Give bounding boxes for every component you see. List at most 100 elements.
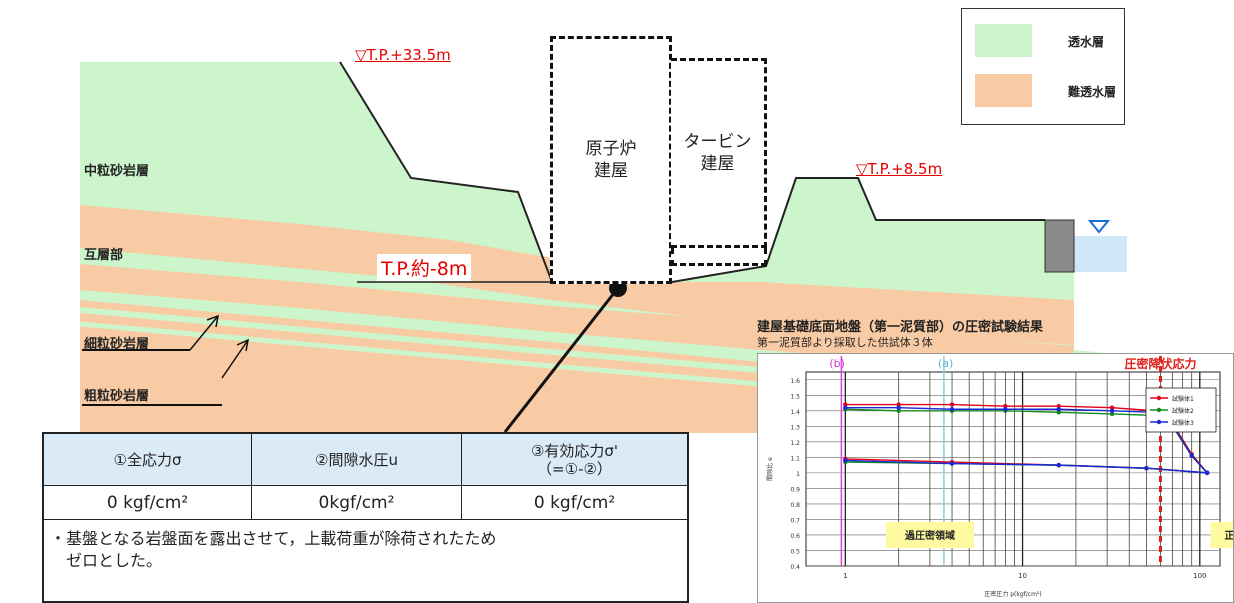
y-tick-label: 0.6	[790, 533, 800, 540]
legend-marker	[1156, 395, 1162, 401]
table-note: ・基盤となる岩盤面を露出させて，上載荷重が除荷されたため ゼロとした。	[50, 528, 496, 572]
y-tick-label: 1.6	[790, 378, 800, 385]
series-point	[843, 405, 848, 410]
ground-surface-line	[339, 61, 1045, 283]
x-axis-label: 圧密圧力 p(kgf/cm²)	[984, 590, 1041, 598]
series-point	[1056, 462, 1061, 468]
series-point	[949, 407, 955, 412]
impermeable-band-1	[80, 205, 1074, 345]
arrow-head	[206, 314, 219, 328]
legend-swatch-permeable	[975, 24, 1032, 57]
stratum-label-medium-sandstone: 中粒砂岩層	[84, 164, 150, 179]
series-point	[843, 402, 848, 407]
series-point	[1056, 407, 1061, 412]
series-point	[1109, 408, 1115, 413]
reactor-building-label: 建屋	[594, 161, 628, 181]
series-line-loading	[845, 403, 1208, 474]
series-point	[949, 402, 955, 407]
test-result-title: 建屋基礎底面地盤（第一泥質部）の圧密試験結果	[757, 320, 1044, 335]
header-effective-stress-line2: （=①-②）	[537, 459, 612, 478]
y-tick-label: 1.3	[790, 424, 800, 431]
x-tick-label: 10	[1018, 572, 1027, 580]
x-tick-label: 100	[1193, 572, 1206, 580]
y-tick-label: 1	[796, 471, 800, 478]
header-effective-stress-line1: ③有効応力σ'	[530, 441, 619, 460]
y-axis-label: 間隙比 e	[766, 457, 774, 481]
zone-label-overconsolidated: 過圧密領域	[904, 529, 955, 542]
series-point	[1003, 407, 1008, 412]
header-total-stress: ①全応力σ	[44, 434, 252, 486]
arrow-coarse	[221, 339, 249, 379]
value-pore-pressure: 0kgf/cm²	[252, 486, 462, 520]
marker-label-consolidation: 圧密降伏応力	[1124, 356, 1196, 371]
zone-box-normal	[1210, 522, 1233, 548]
turbine-building: タービン 建屋	[671, 58, 767, 248]
legend-swatch-impermeable	[975, 74, 1032, 107]
value-effective-stress: 0 kgf/cm²	[462, 486, 687, 520]
series-point	[1189, 453, 1194, 459]
stratum-label-fine-sandstone: 細粒砂岩層	[84, 337, 150, 352]
series-point	[1109, 405, 1115, 410]
reactor-building-label: 原子炉	[585, 139, 637, 159]
turbine-building-label: タービン	[683, 132, 752, 152]
turbine-building-base	[671, 248, 767, 266]
chart-legend	[1145, 387, 1217, 433]
turbine-building-label: 建屋	[700, 154, 735, 174]
arrow-head	[236, 338, 249, 352]
permeable-seam	[79, 321, 761, 387]
y-tick-label: 1.4	[790, 409, 800, 416]
x-tick-label: 1	[843, 572, 847, 580]
series-point	[1109, 411, 1115, 417]
series-point	[896, 408, 901, 413]
series-point	[949, 461, 955, 466]
legend-label: 試験体1	[1172, 395, 1194, 403]
legend-label-impermeable: 難透水層	[1068, 85, 1117, 99]
y-tick-label: 1.5	[790, 393, 800, 400]
legend-marker	[1156, 419, 1162, 425]
table-note-line1: ・基盤となる岩盤面を露出させて，上載荷重が除荷されたため	[50, 529, 497, 548]
table-note-line2: ゼロとした。	[66, 551, 163, 570]
series-point	[1144, 466, 1149, 471]
legend-label: 試験体2	[1172, 407, 1194, 415]
legend-marker	[1156, 407, 1162, 413]
series-point	[896, 405, 901, 410]
y-tick-label: 0.9	[790, 486, 800, 493]
seawall	[1044, 219, 1075, 273]
test-result-subtitle: 第一泥質部より採取した供試体３体	[757, 336, 933, 349]
y-tick-label: 0.5	[790, 548, 800, 555]
header-pore-pressure: ②間隙水圧u	[252, 434, 462, 486]
leader-line	[503, 287, 620, 433]
series-point	[896, 402, 901, 407]
arrow-fine	[189, 315, 219, 351]
series-point	[1056, 403, 1061, 409]
level-top-left: ▽T.P.+33.5m	[355, 46, 451, 64]
series-point	[843, 458, 848, 463]
zone-label-normal: 正規圧密領域	[1224, 529, 1234, 542]
marker-label-a: (a)	[938, 357, 953, 370]
impermeable-band-2	[80, 264, 1074, 372]
header-effective-stress: ③有効応力σ' （=①-②）	[462, 434, 687, 486]
series-point	[1204, 470, 1210, 476]
legend-label: 試験体3	[1172, 419, 1194, 427]
legend: 透水層 難透水層	[961, 8, 1125, 125]
water-level-icon	[1087, 220, 1111, 234]
stress-table: ①全応力σ ②間隙水圧u ③有効応力σ' （=①-②） 0 kgf/cm² 0k…	[42, 432, 689, 603]
series-point	[1003, 403, 1008, 409]
level-top-right: ▽T.P.+8.5m	[856, 160, 943, 178]
series-point	[1056, 410, 1061, 415]
y-tick-label: 1.1	[790, 455, 800, 462]
y-tick-label: 0.7	[790, 517, 800, 524]
legend-label-permeable: 透水層	[1068, 35, 1105, 49]
reactor-building: 原子炉 建屋	[550, 36, 672, 284]
zone-box-overconsolidated	[886, 522, 974, 548]
permeable-seam	[79, 307, 761, 373]
value-total-stress: 0 kgf/cm²	[44, 486, 252, 520]
y-tick-label: 1.2	[790, 440, 800, 447]
sea-water	[1074, 236, 1127, 272]
series-line-loading	[845, 406, 1208, 474]
stratum-label-coarse-sandstone: 粗粒砂岩層	[84, 389, 150, 404]
stratum-label-alternating: 互層部	[84, 248, 124, 263]
y-tick-label: 0.4	[790, 564, 800, 571]
